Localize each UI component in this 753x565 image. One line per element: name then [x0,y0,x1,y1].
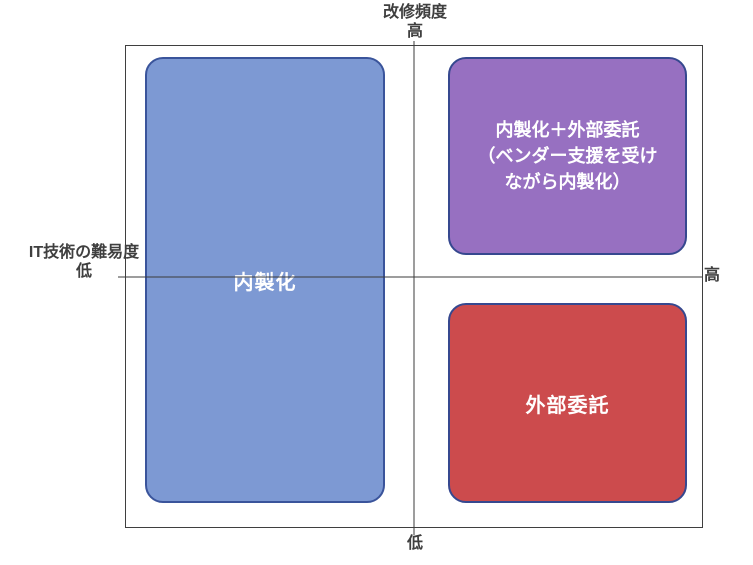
horizontal-axis-title: IT技術の難易度 [28,244,140,261]
horizontal-axis-low-label: 低 [75,262,92,280]
horizontal-axis-high-label: 高 [704,267,721,284]
quadrant-hybrid-line-2: （ベンダー支援を受け [477,145,658,166]
quadrant-inhouse: 内製化 [145,57,385,503]
horizontal-axis-line [118,276,702,278]
quadrant-hybrid-line-3: ながら内製化） [504,172,631,193]
quadrant-hybrid-line-1: 内製化＋外部委託 [495,119,640,140]
quadrant-hybrid-label: 内製化＋外部委託 （ベンダー支援を受け ながら内製化） [478,117,658,195]
quadrant-inhouse-label: 内製化 [233,271,297,294]
quadrant-outsource: 外部委託 [448,303,687,503]
vertical-axis-line [413,41,415,535]
vertical-axis-title-block: 改修頻度 高 [335,4,495,42]
vertical-axis-low-label: 低 [406,535,423,552]
vertical-axis-high-label: 高 [406,22,423,40]
quadrant-outsource-label: 外部委託 [525,394,610,417]
horizontal-axis-title-block: IT技術の難易度 低 [14,244,154,282]
quadrant-hybrid: 内製化＋外部委託 （ベンダー支援を受け ながら内製化） [448,57,687,255]
vertical-axis-title: 改修頻度 [382,4,447,21]
